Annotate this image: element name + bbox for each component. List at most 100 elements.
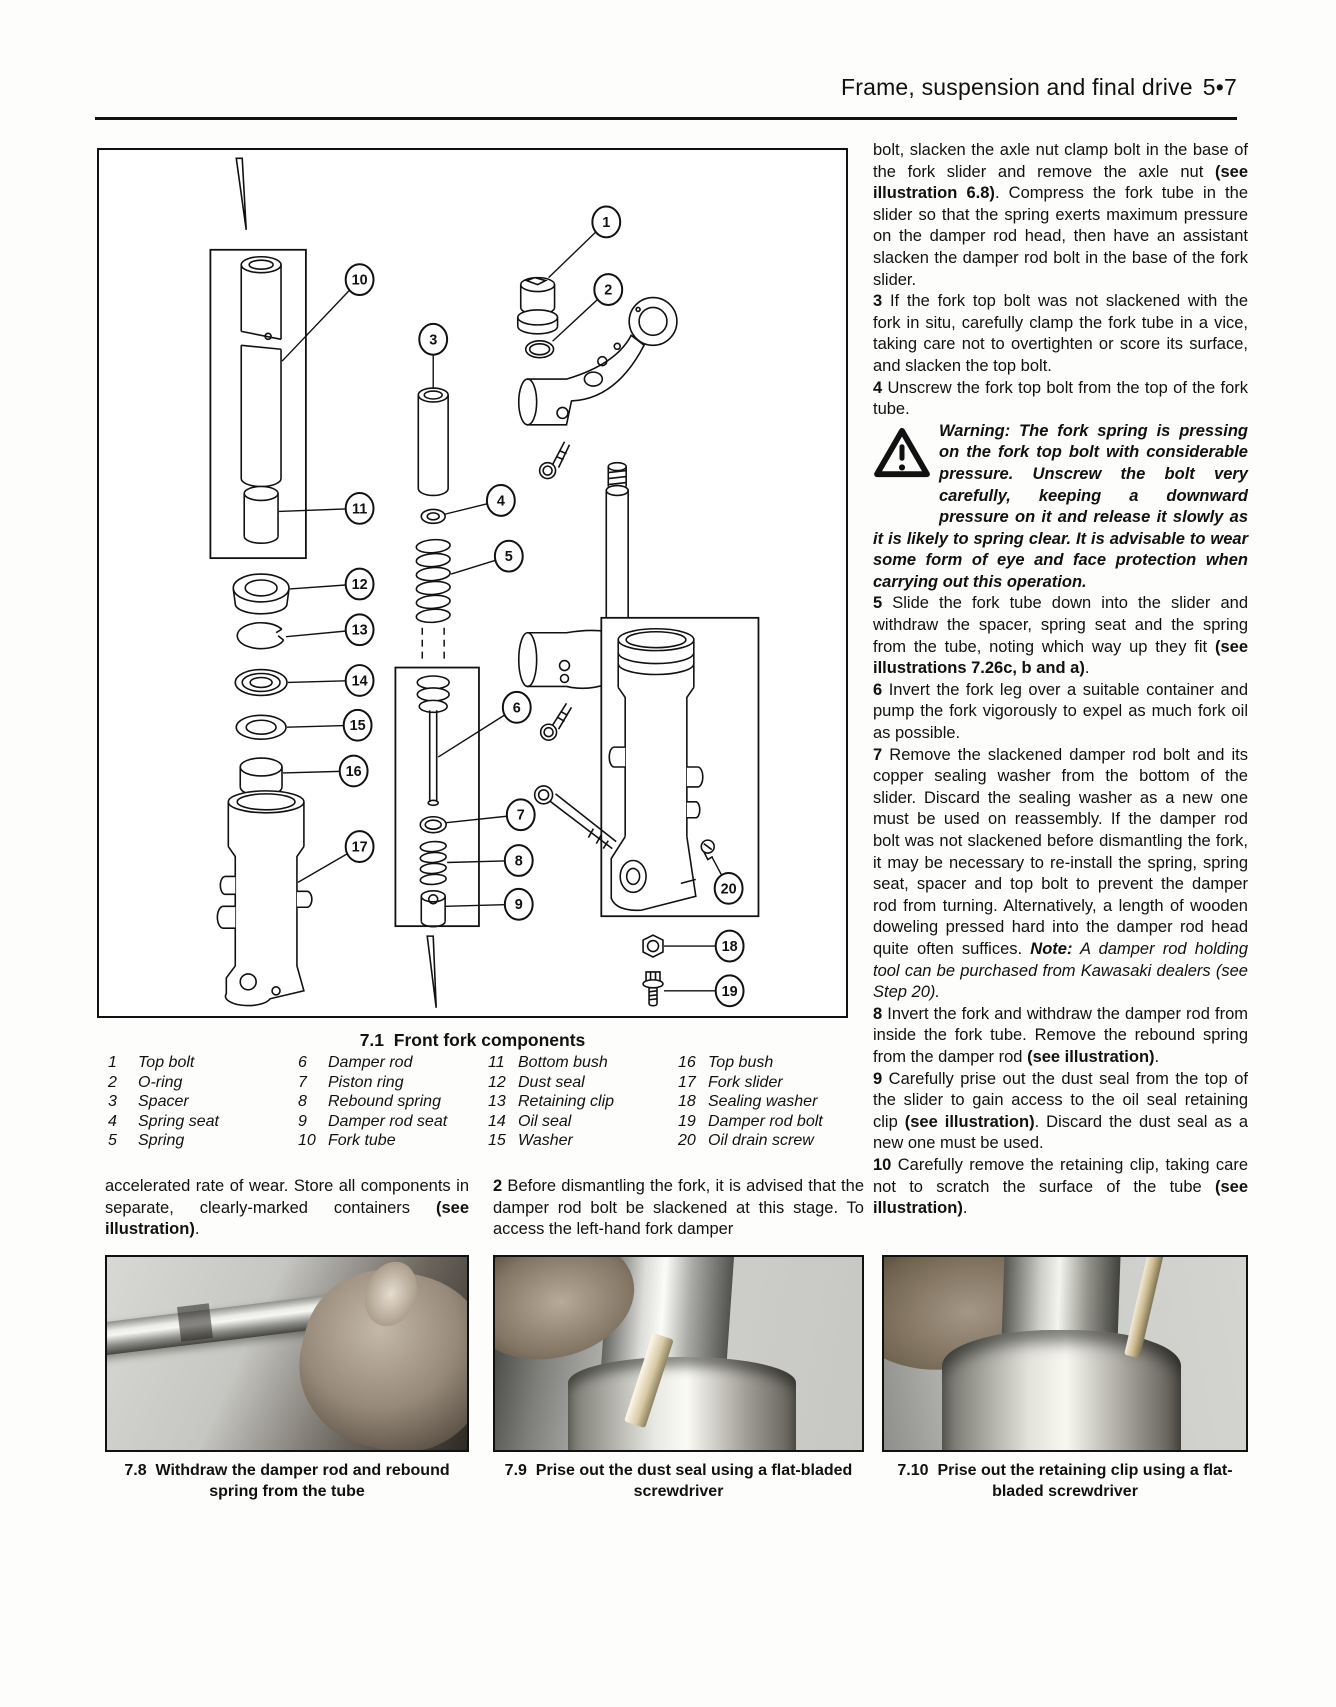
step-paragraph: 10 Carefully remove the retaining clip, …: [873, 1155, 1248, 1218]
fork-tube-box: [209, 248, 307, 560]
piston-ring-drawing: [419, 815, 447, 834]
callout-13: 13: [344, 613, 375, 647]
page-number: 5•7: [1202, 74, 1237, 100]
callout-20: 20: [713, 871, 744, 905]
spacer-drawing: [417, 387, 449, 497]
sealing-washer-drawing: [642, 934, 664, 958]
callout-17: 17: [344, 830, 375, 864]
svg-text:20: 20: [721, 881, 737, 897]
warning-triangle-icon: [873, 421, 939, 513]
callout-7: 7: [505, 798, 536, 832]
callout-3: 3: [418, 322, 449, 356]
callout-18: 18: [714, 929, 745, 963]
step-paragraph: 8 Invert the fork and withdraw the dampe…: [873, 1004, 1248, 1066]
pointer-needle-top: [235, 157, 248, 231]
step-paragraph: 5 Slide the fork tube down into the slid…: [873, 594, 1248, 678]
dust-seal-drawing: [232, 573, 290, 615]
upper-yoke-drawing: [517, 296, 678, 426]
callout-1: 1: [591, 205, 622, 239]
step-paragraph: 4 Unscrew the fork top bolt from the top…: [873, 378, 1248, 419]
oil-seal-drawing: [234, 668, 288, 697]
slider-cup-photo-shape: [941, 1330, 1181, 1450]
rebound-spring-drawing: [419, 840, 447, 886]
photo-7-10: [882, 1255, 1248, 1452]
svg-text:15: 15: [350, 718, 366, 734]
callout-6: 6: [501, 690, 532, 724]
photo-7-9: [493, 1255, 864, 1452]
callout-14: 14: [344, 664, 375, 697]
pointer-needle-bottom: [426, 935, 437, 1008]
top-bolt-drawing: [516, 276, 559, 335]
svg-text:14: 14: [352, 673, 368, 689]
slider-cup-photo-shape: [568, 1357, 796, 1450]
bottom-left-text: accelerated rate of wear. Store all comp…: [105, 1177, 469, 1239]
oil-drain-screw-drawing: [700, 839, 716, 861]
callout-5: 5: [493, 539, 524, 573]
callout-4: 4: [485, 484, 516, 517]
bottom-middle-text: 2 Before dismantling the fork, it is adv…: [493, 1177, 864, 1239]
step-paragraph: bolt, slacken the axle nut clamp bolt in…: [873, 141, 1248, 289]
yoke-pinch-bolt-upper: [538, 441, 571, 480]
callout-leader-6: [437, 706, 518, 758]
svg-text:10: 10: [352, 273, 368, 289]
photo-7-8: [105, 1255, 469, 1452]
callout-leader-10: [281, 279, 361, 362]
callout-8: 8: [503, 844, 534, 877]
rod-dark-band: [177, 1303, 214, 1342]
callout-16: 16: [338, 754, 369, 788]
retaining-clip-drawing: [236, 621, 285, 650]
spring-seat-drawing: [420, 508, 446, 525]
svg-text:18: 18: [722, 939, 738, 955]
damper-rod-bolt-drawing: [642, 971, 664, 1007]
figure-caption: 7.1 Front fork components: [359, 1030, 586, 1050]
step-paragraph: 7 Remove the slackened damper rod bolt a…: [873, 745, 1248, 1002]
callout-10: 10: [344, 263, 375, 297]
steering-stem-drawing: [605, 461, 629, 636]
bottom-bush-drawing: [243, 485, 279, 545]
svg-text:8: 8: [515, 853, 523, 869]
o-ring-drawing: [524, 340, 555, 359]
header-rule: [95, 117, 1237, 120]
svg-text:19: 19: [722, 984, 738, 1000]
page-header: Frame, suspension and final drive 5•7: [95, 74, 1237, 101]
callout-19: 19: [714, 974, 745, 1008]
damper-rod-seat-drawing: [420, 890, 446, 928]
yoke-pinch-bolt-lower: [539, 702, 573, 741]
svg-text:17: 17: [352, 840, 368, 856]
step-text-column: bolt, slacken the axle nut clamp bolt in…: [873, 140, 1248, 1220]
svg-text:7: 7: [517, 808, 525, 824]
damper-rod-drawing: [416, 675, 450, 807]
fork-slider-second-view: [608, 627, 704, 912]
fork-tube-drawing: [240, 255, 282, 488]
svg-text:3: 3: [429, 332, 437, 348]
chapter-title: Frame, suspension and final drive: [840, 74, 1193, 100]
photo-caption-7-8: 7.8 Withdraw the damper rod and rebound …: [124, 1462, 450, 1500]
svg-text:1: 1: [602, 215, 610, 231]
spring-drawing: [415, 538, 451, 664]
svg-text:4: 4: [497, 493, 505, 509]
step-paragraph: 9 Carefully prise out the dust seal from…: [873, 1069, 1248, 1153]
svg-text:6: 6: [513, 700, 521, 716]
step-paragraph: 6 Invert the fork leg over a suitable co…: [873, 680, 1248, 743]
